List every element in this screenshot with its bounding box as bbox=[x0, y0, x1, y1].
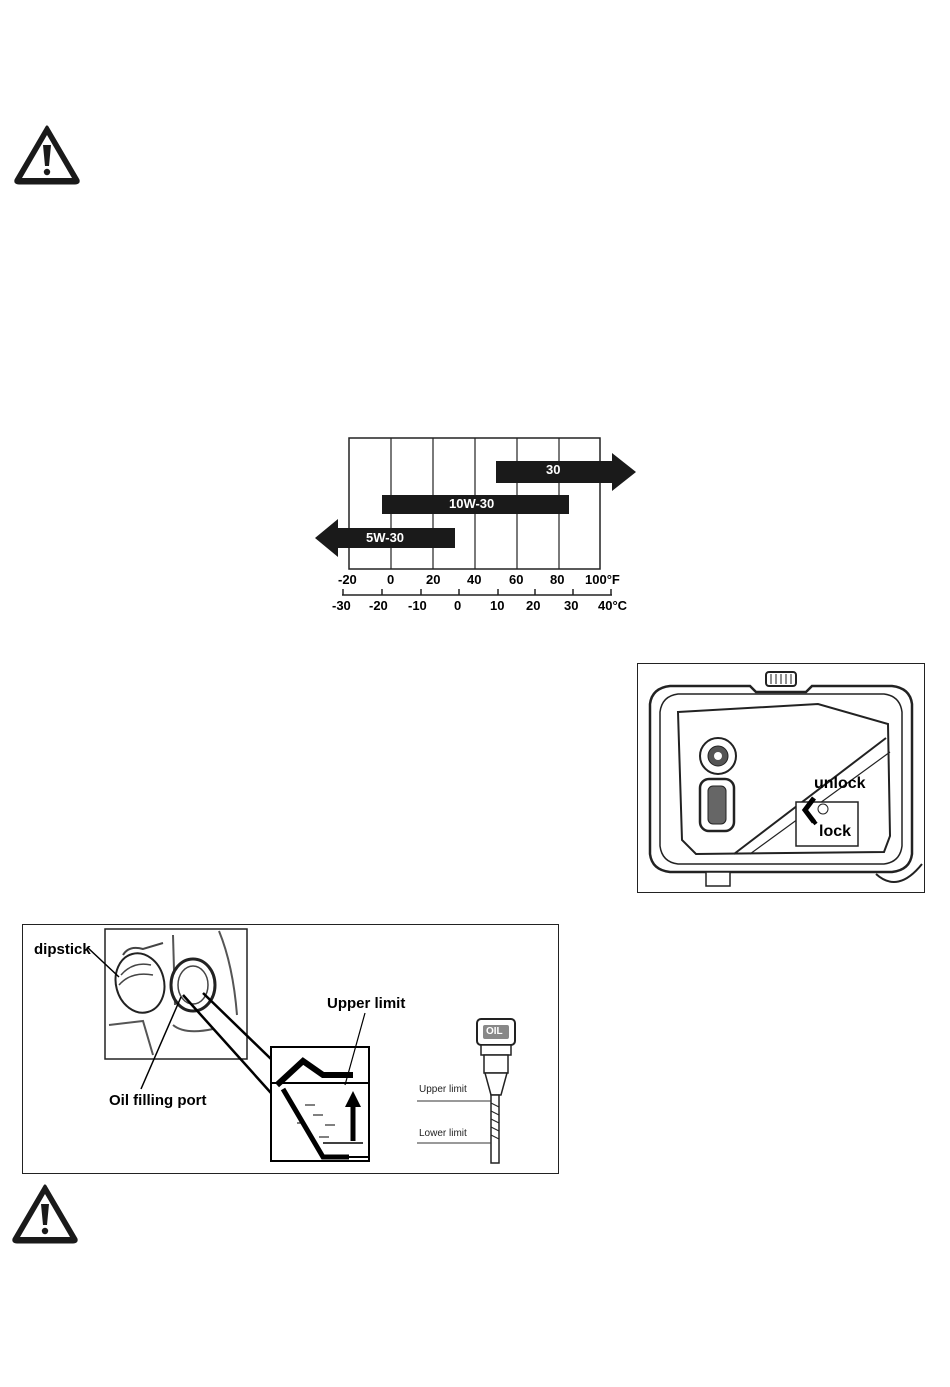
oil-cap-text: OIL bbox=[486, 1026, 503, 1037]
dipstick-label: dipstick bbox=[34, 941, 91, 958]
generator-panel-figure: unlock lock bbox=[637, 663, 925, 893]
oil-viscosity-chart: 30 10W-30 5W-30 -20 0 20 40 60 80 100°F … bbox=[312, 435, 642, 617]
tick-label-c: 40°C bbox=[598, 598, 627, 613]
tick-label-f: 80 bbox=[550, 572, 564, 587]
tick-label-f: 40 bbox=[467, 572, 481, 587]
tick-label-f: -20 bbox=[338, 572, 357, 587]
grade-label: 5W-30 bbox=[366, 530, 404, 545]
tick-label-c: -30 bbox=[332, 598, 351, 613]
dipstick-figure: dipstick Oil filling port Upper limit OI… bbox=[22, 924, 559, 1174]
tick-label-f: 0 bbox=[387, 572, 394, 587]
oil-filling-port-label: Oil filling port bbox=[109, 1092, 207, 1109]
tick-label-f: 20 bbox=[426, 572, 440, 587]
tick-label-c: -10 bbox=[408, 598, 427, 613]
tick-label-c: 0 bbox=[454, 598, 461, 613]
tick-label-c: 30 bbox=[564, 598, 578, 613]
unlock-label: unlock bbox=[814, 775, 866, 793]
tick-label-c: -20 bbox=[369, 598, 388, 613]
dipstick-lower-limit-label: Lower limit bbox=[419, 1128, 467, 1139]
tick-label-f: 60 bbox=[509, 572, 523, 587]
warning-triangle-icon bbox=[12, 123, 82, 185]
tick-label-c: 10 bbox=[490, 598, 504, 613]
tick-label-c: 20 bbox=[526, 598, 540, 613]
upper-limit-label: Upper limit bbox=[327, 995, 405, 1012]
tick-label-f: 100°F bbox=[585, 572, 620, 587]
grade-label: 10W-30 bbox=[449, 496, 494, 511]
lock-label: lock bbox=[819, 823, 851, 841]
dipstick-upper-limit-label: Upper limit bbox=[419, 1084, 467, 1095]
grade-label: 30 bbox=[546, 462, 560, 477]
warning-triangle-icon bbox=[10, 1182, 80, 1244]
